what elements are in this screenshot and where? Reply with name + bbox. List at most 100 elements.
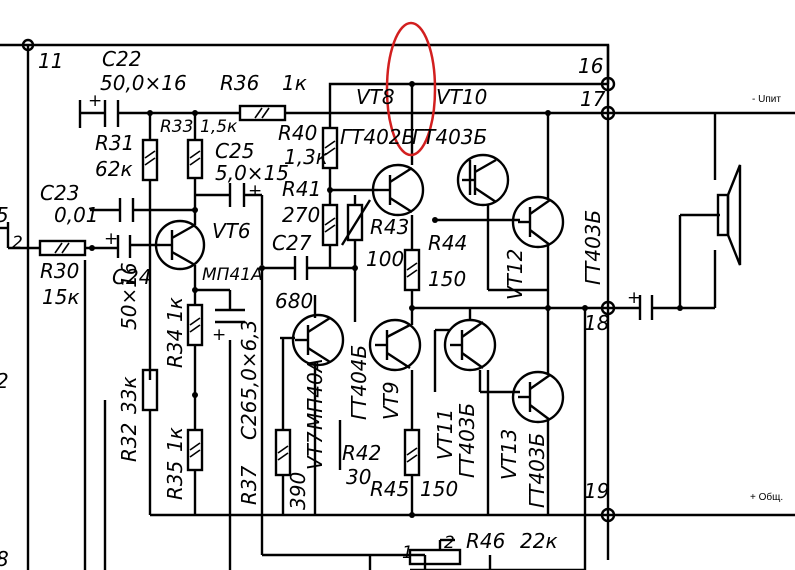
transistor-vt7 — [291, 313, 345, 367]
svg-text:+: + — [627, 288, 641, 308]
node-label-19: 19 — [584, 479, 609, 503]
label-r42: R42 — [342, 441, 381, 465]
label-vt11-type: ГТ403Б — [455, 403, 479, 478]
label-r37-val: 390 — [286, 472, 310, 510]
pot-pin-2: 2 — [444, 533, 455, 553]
resistor-r37 — [274, 428, 292, 477]
transistor-vt13 — [511, 370, 565, 424]
label-r32: R32 — [117, 423, 141, 462]
label-r43-val: 100 — [366, 247, 404, 271]
capacitor-c25: + — [228, 181, 262, 207]
label-c24-val: 50×16 — [117, 262, 141, 330]
label-r41-val: 270 — [282, 203, 320, 227]
capacitor-c23 — [118, 198, 135, 222]
label-r33: R33 — [160, 117, 193, 137]
node-label-11: 11 — [38, 49, 63, 73]
transistor-vt10 — [456, 153, 510, 207]
label-r44: R44 — [428, 231, 467, 255]
label-vt12: VT12 — [503, 249, 527, 300]
label-r41: R41 — [282, 177, 321, 201]
label-r36-val: 1к — [282, 71, 307, 95]
label-c27-val: 680 — [275, 289, 313, 313]
label-vt7-type: МП40А — [303, 359, 327, 430]
resistor-r34 — [186, 303, 204, 347]
label-c24: C24 — [112, 265, 151, 289]
transistor-vt6 — [154, 219, 206, 271]
node-label-18: 18 — [584, 311, 609, 335]
label-r36: R36 — [220, 71, 259, 95]
transistor-vt11 — [443, 318, 497, 372]
label-r45-val: 150 — [420, 477, 458, 501]
labels: 11 16 17 18 19 5 2 2 8 1 2 C22 50,0×16 R… — [0, 47, 783, 570]
label-vt9: VT9 — [379, 381, 403, 420]
label-r35: R35 — [163, 461, 187, 500]
label-r44-val: 150 — [428, 267, 466, 291]
terminal-common-label: + Общ. — [750, 491, 783, 503]
speaker-icon — [716, 164, 742, 266]
label-r35-val: 1к — [163, 427, 187, 452]
label-r31-val: 62к — [95, 157, 133, 181]
label-vt10: VT10 — [436, 85, 487, 109]
label-r37: R37 — [237, 465, 261, 505]
svg-text:+: + — [88, 91, 102, 111]
label-r33-val: 1,5к — [200, 117, 238, 137]
node-label-left2b: 2 — [0, 369, 9, 393]
resistor-r30 — [38, 239, 87, 257]
pot-pin-1: 1 — [402, 543, 413, 563]
label-vt6-type: МП41А — [202, 265, 263, 285]
transistor-vt12 — [511, 195, 565, 249]
svg-text:+: + — [212, 325, 226, 345]
label-r32-val: 33к — [117, 376, 141, 414]
label-c25-val: 5,0×15 — [215, 161, 289, 185]
transistor-vt8 — [371, 163, 425, 217]
label-vt10-type: ГТ403Б — [412, 125, 487, 149]
node-label-16: 16 — [578, 54, 603, 78]
resistor-r44 — [403, 248, 421, 292]
resistor-r40 — [321, 126, 339, 170]
capacitor-c22: + — [88, 91, 120, 127]
label-vt9-type: ГТ404Б — [347, 345, 371, 420]
label-c27: C27 — [272, 231, 312, 255]
capacitor-c26: + — [212, 308, 245, 345]
label-c26-val: 5,0×6,3 — [237, 320, 261, 400]
label-c25: C25 — [215, 139, 254, 163]
svg-text:+: + — [248, 181, 262, 201]
label-vt8-type: ГТ402Б — [340, 125, 415, 149]
capacitor-c27 — [293, 256, 309, 280]
label-vt11: VT11 — [433, 409, 457, 460]
node-label-17: 17 — [580, 87, 606, 111]
resistor-r43 — [340, 199, 372, 246]
node-label-left5: 5 — [0, 203, 9, 227]
label-vt7: VT7 — [303, 431, 327, 470]
wiring — [0, 43, 795, 570]
label-r30: R30 — [40, 259, 79, 283]
label-r34-val: 1к — [163, 297, 187, 322]
resistor-r35 — [186, 428, 204, 472]
label-c22: C22 — [102, 47, 141, 71]
label-r30-val: 15к — [42, 285, 80, 309]
label-r45: R45 — [370, 477, 409, 501]
label-vt12-type: ГТ403Б — [581, 210, 605, 285]
highlight-ellipse — [385, 21, 437, 157]
resistor-r33 — [186, 138, 204, 180]
capacitor-c24: + — [104, 229, 132, 258]
transistor-vt9 — [368, 318, 422, 372]
label-c26: C26 — [237, 401, 261, 440]
label-c22-val: 50,0×16 — [100, 71, 187, 95]
node-label-left8: 8 — [0, 547, 9, 570]
terminal-supply-label: - Uпит — [752, 94, 781, 105]
label-vt8: VT8 — [356, 85, 395, 109]
label-r34: R34 — [163, 329, 187, 368]
capacitor-output: + — [627, 288, 654, 320]
label-vt13-type: ГТ403Б — [525, 433, 549, 508]
label-r46-val: 22к — [520, 529, 558, 553]
node-label-left2: 2 — [12, 233, 23, 253]
svg-text:+: + — [104, 229, 118, 249]
label-r40-val: 1,3к — [284, 145, 328, 169]
resistor-r32 — [141, 368, 159, 412]
label-vt13: VT13 — [497, 429, 521, 480]
label-r42-val: 30 — [346, 465, 371, 489]
label-c23: C23 — [40, 181, 79, 205]
node-markers — [21, 38, 683, 523]
